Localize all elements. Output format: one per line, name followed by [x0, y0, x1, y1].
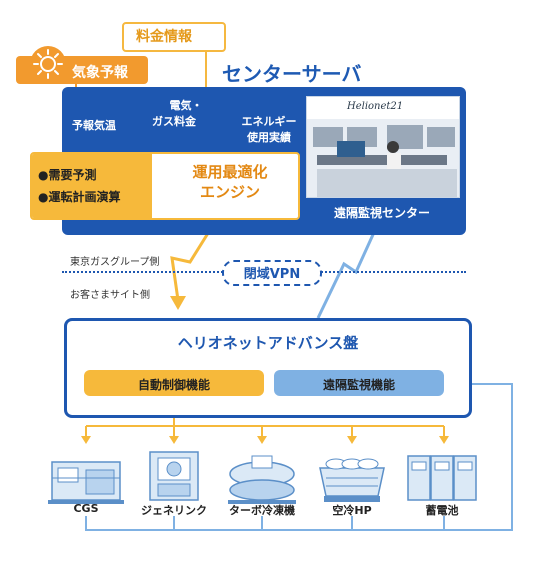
demand-forecast-item: ●需要予測 — [38, 168, 97, 182]
helionet-sign: Helionet21 — [347, 101, 404, 112]
equipment-label-battery: 蓄電池 — [425, 504, 459, 517]
monitoring-center-photo: Helionet21 — [306, 96, 460, 198]
equipment-label-genelink: ジェネリンク — [141, 504, 207, 517]
air-cooled-hp-icon — [319, 458, 385, 502]
monitoring-room-illustration — [307, 97, 459, 197]
equipment-label-cgs: CGS — [73, 502, 99, 515]
elec-gas-price-label-2: ガス料金 — [152, 115, 196, 128]
remote-monitoring-center-label: 遠隔監視センター — [333, 206, 430, 220]
price-info-label: 料金情報 — [136, 29, 192, 45]
customer-site-side-label: お客さまサイト側 — [70, 290, 150, 301]
engine-title-line2: エンジン — [199, 183, 260, 201]
optimization-engine-title: 運用最適化 エンジン — [166, 162, 294, 202]
remote-monitoring-label: 遠隔監視機能 — [322, 378, 395, 392]
energy-usage-label-2: 使用実績 — [247, 131, 291, 144]
engine-title-line1: 運用最適化 — [192, 163, 268, 181]
elec-gas-price-label-1: 電気・ — [169, 99, 203, 112]
center-server-title: センターサーバ — [222, 62, 362, 86]
price-info-tag — [122, 22, 226, 52]
battery-icon — [407, 455, 477, 501]
helionet-advance-panel — [64, 318, 472, 418]
operation-plan-item: ●運転計画演算 — [38, 190, 121, 204]
turbo-chiller-icon — [228, 455, 296, 504]
helionet-advance-title: ヘリオネットアドバンス盤 — [177, 334, 359, 352]
equipment-label-turbo-chiller: ターボ冷凍機 — [229, 504, 295, 517]
auto-control-label: 自動制御機能 — [137, 378, 210, 392]
genelink-icon — [149, 451, 199, 501]
cgs-icon — [48, 461, 124, 504]
tokyo-gas-side-label: 東京ガスグループ側 — [70, 257, 160, 268]
sun-icon — [30, 46, 66, 82]
engine-left-panel — [32, 154, 152, 218]
remote-monitoring-function — [274, 370, 444, 396]
closed-vpn-badge — [222, 260, 322, 286]
auto-control-function — [84, 370, 264, 396]
energy-usage-label-1: エネルギー — [241, 115, 297, 128]
equipment-label-air-cooled-hp: 空冷HP — [332, 504, 372, 517]
weather-forecast-label: 気象予報 — [72, 65, 128, 81]
forecast-temp-label: 予報気温 — [72, 119, 116, 132]
closed-vpn-label: 閉域VPN — [243, 267, 301, 282]
optimization-engine-box: ●需要予測 ●運転計画演算 運用最適化 エンジン — [30, 152, 300, 220]
